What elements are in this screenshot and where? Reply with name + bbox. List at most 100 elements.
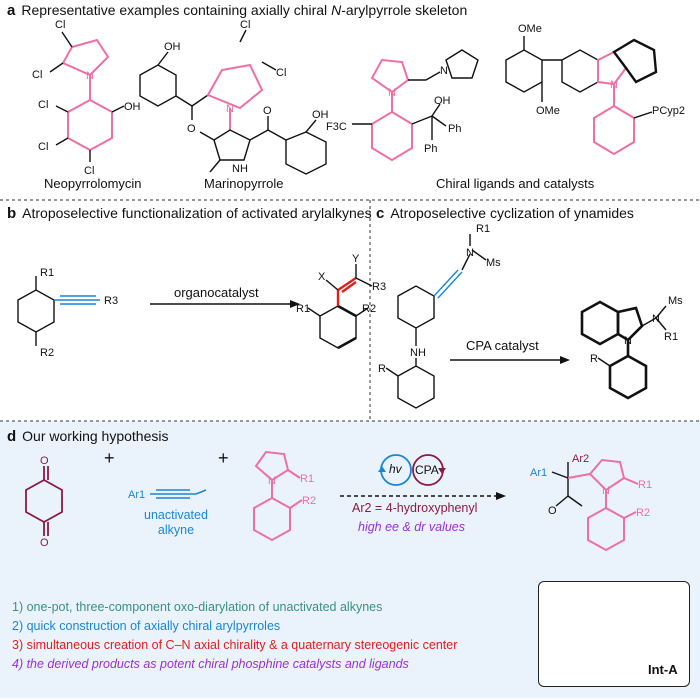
mar-cl-1: Cl xyxy=(240,19,250,31)
b-arrow-head xyxy=(290,300,300,308)
product-r2: R2 xyxy=(636,507,650,519)
lig1-f3c: F3C xyxy=(326,121,347,133)
alkyne-ar1: Ar1 xyxy=(128,489,145,501)
b-reagent: organocatalyst xyxy=(174,285,259,300)
product-ar1: Ar1 xyxy=(530,467,547,479)
neopyrrolomycin-pyrrole-ring xyxy=(61,38,110,77)
c-reagent: CPA catalyst xyxy=(466,338,539,353)
b-r1: R1 xyxy=(40,267,54,279)
c-r: R xyxy=(378,363,386,375)
panel-b-letter: b xyxy=(7,205,17,222)
lig1-n: N xyxy=(440,65,448,77)
unactivated-label-line1: unactivated xyxy=(144,508,208,522)
b-product-r1: R1 xyxy=(296,303,310,315)
c-substrate-ring xyxy=(397,285,435,329)
panel-c-title-text: Atroposelective cyclization of ynamides xyxy=(390,205,634,221)
c-arrow-head xyxy=(560,356,570,364)
c-product-aryl xyxy=(608,354,648,400)
pyrrole-n-reactant: N xyxy=(268,475,276,487)
arylpyrrole-reactant xyxy=(253,450,303,542)
hypothesis-point-1: 1) one-pot, three-component oxo-diarylat… xyxy=(12,600,383,614)
lig2-n: N xyxy=(610,79,618,91)
b-r3: R3 xyxy=(104,295,118,307)
b-r2: R2 xyxy=(40,347,54,359)
lig1-oh: OH xyxy=(434,95,451,107)
panel-a-title-prefix: Representative examples containing axial… xyxy=(21,2,332,18)
c-product-r1: R1 xyxy=(664,331,678,343)
c-n-top: N xyxy=(466,247,474,259)
panel-b-title-text: Atroposelective functionalization of act… xyxy=(22,205,372,221)
ligand1-pyrrole xyxy=(370,58,410,94)
ligand2-indole-outer xyxy=(612,38,658,84)
neo-cl-1: Cl xyxy=(55,19,65,31)
caption-neopyrrolomycin: Neopyrrolomycin xyxy=(44,176,142,191)
b-product-r3: R3 xyxy=(372,281,386,293)
marinopyrrole-pyrrole-2 xyxy=(213,129,251,161)
b-x: X xyxy=(318,271,326,283)
lig2-ome-2: OMe xyxy=(536,105,560,117)
benzoquinone xyxy=(25,466,63,536)
caption-marinopyrrole: Marinopyrrole xyxy=(204,176,284,191)
bq-o-bottom: O xyxy=(40,537,49,549)
b-y: Y xyxy=(352,253,360,265)
lig2-ome-1: OMe xyxy=(518,23,542,35)
caption-chiral-ligands: Chiral ligands and catalysts xyxy=(436,176,595,191)
product-ar2: Ar2 xyxy=(572,453,589,465)
b-product-r2: R2 xyxy=(362,303,376,315)
product-n: N xyxy=(602,485,610,497)
hypothesis-point-4: 4) the derived products as potent chiral… xyxy=(12,657,409,671)
neopyrrolomycin-structure: Cl Cl N OH Cl Cl Cl OH Cl Cl O N O NH OH xyxy=(32,19,685,177)
mar-oh-1: OH xyxy=(164,41,181,53)
panel-a-title: a Representative examples containing axia… xyxy=(7,2,467,19)
panel-c-title: c Atroposelective cyclization of ynamides xyxy=(376,205,634,222)
int-a-box xyxy=(538,581,690,687)
cpa-label: CPA xyxy=(415,463,439,477)
c-product-n: N xyxy=(624,335,632,347)
neo-cl-3: Cl xyxy=(38,99,48,111)
pyrrole-r2-reactant: R2 xyxy=(302,495,316,507)
mar-n: N xyxy=(226,103,234,115)
neo-n: N xyxy=(86,70,94,82)
neo-cl-4: Cl xyxy=(38,141,48,153)
lig1-ph-2: Ph xyxy=(424,143,437,155)
c-nh: NH xyxy=(410,347,426,359)
hypothesis-point-3: 3) simultaneous creation of C–N axial ch… xyxy=(12,638,458,652)
product-r1: R1 xyxy=(638,479,652,491)
plus-2: + xyxy=(218,448,229,468)
c-product-ms: Ms xyxy=(668,295,683,307)
hv-label: hv xyxy=(389,462,402,476)
c-product-pyrrole xyxy=(616,306,644,342)
panel-c-letter: c xyxy=(376,205,385,222)
lig1-ph-1: Ph xyxy=(448,123,461,135)
lig1-pyrrole-n: N xyxy=(388,87,396,99)
hypothesis-point-2: 2) quick construction of axially chiral … xyxy=(12,619,281,633)
ar2-definition: Ar2 = 4-hydroxyphenyl xyxy=(352,501,478,515)
panel-a-letter: a xyxy=(7,2,16,19)
mar-nh: NH xyxy=(232,163,248,175)
panel-a-title-italic: N xyxy=(331,2,342,18)
selectivity-note: high ee & dr values xyxy=(358,520,466,534)
mar-o-1: O xyxy=(187,123,196,135)
pyrrole-r1-reactant: R1 xyxy=(300,473,314,485)
neo-oh: OH xyxy=(124,101,141,113)
mar-o-2: O xyxy=(263,105,272,117)
d-arrow-head xyxy=(496,492,506,500)
c-product-n2: N xyxy=(652,313,660,325)
c-product-r: R xyxy=(590,353,598,365)
panel-d-title-text: Our working hypothesis xyxy=(22,428,169,444)
panel-a-title-suffix: -arylpyrrole skeleton xyxy=(341,2,468,18)
neo-cl-5: Cl xyxy=(84,165,94,177)
unactivated-alkyne-label: unactivated alkyne xyxy=(144,508,208,538)
lig2-pcyp: PCyp2 xyxy=(652,105,685,117)
product-o: O xyxy=(548,505,557,517)
mar-cl-2: Cl xyxy=(276,67,286,79)
arylpyrrole-product xyxy=(587,458,639,552)
ligand2-pyrrole xyxy=(597,50,628,86)
panel-d-letter: d xyxy=(7,428,17,445)
unactivated-label-line2: alkyne xyxy=(157,523,195,537)
bq-o-top: O xyxy=(40,455,49,467)
